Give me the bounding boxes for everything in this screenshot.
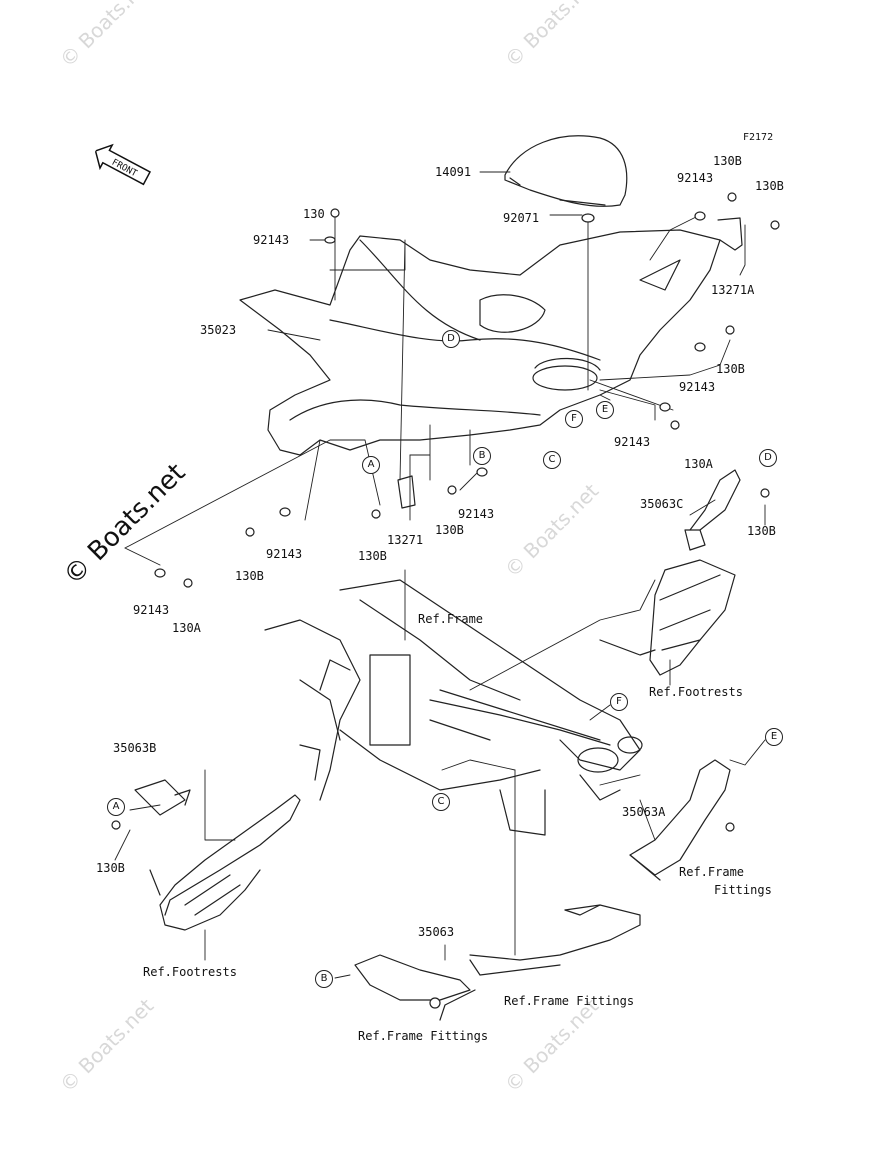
callout-f: F bbox=[565, 410, 583, 428]
callout-c: C bbox=[432, 793, 450, 811]
part-label: 92143 bbox=[266, 547, 303, 561]
part-label: 13271A bbox=[711, 283, 755, 297]
callout-c: C bbox=[543, 451, 561, 469]
part-label: 130B bbox=[435, 523, 464, 537]
ref-frame-fittings-label: Fittings bbox=[714, 883, 772, 897]
part-label: 14091 bbox=[435, 165, 472, 179]
part-label: 35063A bbox=[622, 805, 666, 819]
part-label: 130B bbox=[755, 179, 784, 193]
ref-frame-label: Ref.Frame bbox=[418, 612, 484, 626]
callout-d: D bbox=[759, 449, 777, 467]
ref-frame-fittings-label: Ref.Frame Fittings bbox=[358, 1029, 489, 1043]
part-label: 130B bbox=[358, 549, 387, 563]
callout-b: B bbox=[315, 970, 333, 988]
bracket-13271a bbox=[717, 217, 743, 251]
ref-footrests-label: Ref.Footrests bbox=[143, 965, 237, 979]
part-label: 13271 bbox=[387, 533, 424, 547]
seat-cover-part bbox=[504, 135, 628, 207]
figure-code: F2172 bbox=[743, 132, 774, 143]
callout-b: B bbox=[473, 447, 491, 465]
part-label: 92071 bbox=[503, 211, 540, 225]
part-label: 35063B bbox=[113, 741, 157, 755]
bracket-13271 bbox=[397, 475, 416, 509]
part-label: 130B bbox=[713, 154, 742, 168]
part-label: 92143 bbox=[679, 380, 716, 394]
ref-frame-fittings-label: Ref.Frame Fittings bbox=[504, 994, 635, 1008]
part-label: 130 bbox=[303, 207, 325, 221]
part-label: 35063 bbox=[418, 925, 455, 939]
part-label: 130B bbox=[96, 861, 125, 875]
part-label: 92143 bbox=[133, 603, 170, 617]
part-label: 35023 bbox=[200, 323, 237, 337]
ref-frame-fittings-label: Ref.Frame bbox=[679, 865, 745, 879]
callout-e: E bbox=[765, 728, 783, 746]
part-label: 130A bbox=[172, 621, 201, 635]
part-label: 92143 bbox=[458, 507, 495, 521]
callout-e: E bbox=[596, 401, 614, 419]
right-footrest-guard bbox=[599, 469, 741, 676]
frame-part bbox=[264, 579, 643, 836]
callout-f: F bbox=[610, 693, 628, 711]
left-footrest-guard bbox=[134, 779, 301, 931]
callout-d: D bbox=[442, 330, 460, 348]
ref-footrests-label: Ref.Footrests bbox=[649, 685, 743, 699]
part-label: 92143 bbox=[253, 233, 290, 247]
front-fender-part bbox=[239, 229, 721, 456]
bar-35063 bbox=[354, 904, 641, 1021]
part-label: 35063C bbox=[640, 497, 684, 511]
bar-35063a bbox=[629, 759, 731, 881]
part-label: 92143 bbox=[614, 435, 651, 449]
part-label: 130B bbox=[747, 524, 776, 538]
part-label: 92143 bbox=[677, 171, 714, 185]
callout-a: A bbox=[107, 798, 125, 816]
callout-a: A bbox=[362, 456, 380, 474]
part-label: 130A bbox=[684, 457, 713, 471]
front-arrow-icon: FRONT bbox=[94, 143, 152, 186]
part-label: 130B bbox=[235, 569, 264, 583]
part-label: 130B bbox=[716, 362, 745, 376]
